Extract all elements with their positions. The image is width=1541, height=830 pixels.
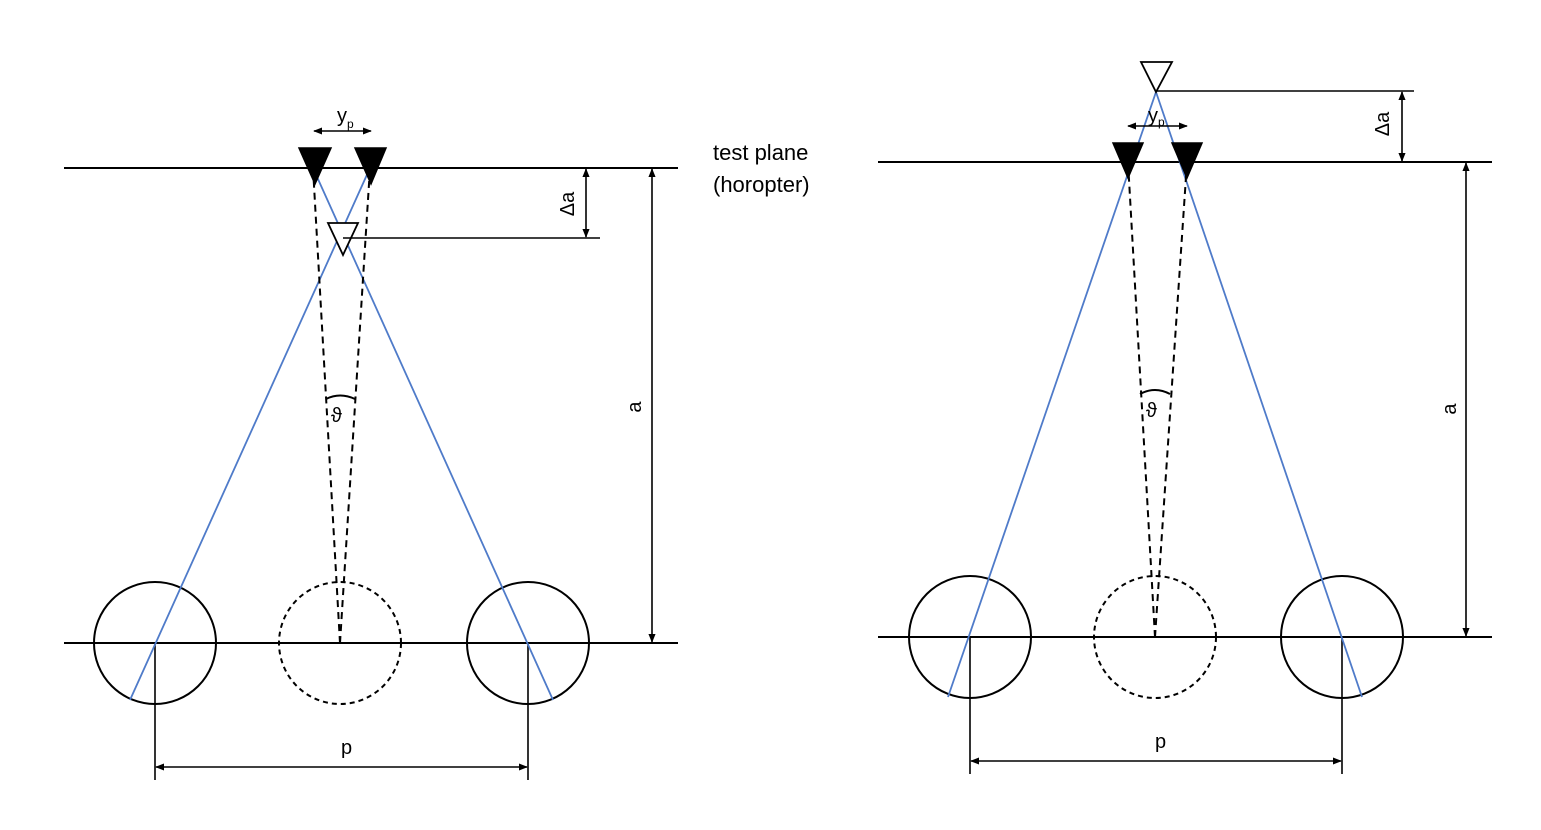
theta-label: ϑ: [1146, 400, 1157, 422]
cyclopean-eye: [1093, 575, 1217, 699]
filled-down-triangle-icon: [297, 147, 333, 186]
a-label: a: [1439, 403, 1461, 415]
right-panel: ϑ yp Δa a p: [878, 61, 1492, 774]
p-label: p: [1155, 731, 1166, 753]
right-eye-ray: [312, 167, 554, 701]
yp-label: yp: [337, 105, 354, 131]
a-label: a: [624, 401, 646, 413]
filled-down-triangle-icon: [1111, 142, 1145, 180]
p-label: p: [341, 737, 352, 759]
dashed-ray-left: [312, 167, 341, 644]
dashed-ray-left: [1127, 161, 1156, 638]
open-down-triangle-icon: [1139, 61, 1174, 94]
filled-down-triangle-icon: [1170, 142, 1204, 180]
theta-label: ϑ: [331, 405, 342, 427]
theta-arc: [1139, 389, 1171, 395]
left-eye-ray: [947, 91, 1157, 698]
theta-arc: [325, 394, 356, 400]
open-down-triangle-icon: [326, 222, 360, 258]
yp-label: yp: [1148, 105, 1165, 129]
left-eye-ray: [129, 167, 371, 701]
test-plane-annotation: test plane: [713, 140, 808, 165]
delta-a-label: Δa: [1372, 111, 1394, 136]
dashed-ray-right: [339, 167, 371, 644]
left-panel: ϑ yp Δa a p: [64, 105, 678, 780]
filled-down-triangle-icon: [353, 147, 388, 186]
right-eye-ray: [1155, 91, 1363, 698]
horopter-annotation: (horopter): [713, 172, 810, 197]
dashed-ray-right: [1154, 161, 1188, 638]
delta-a-label: Δa: [557, 191, 579, 216]
cyclopean-eye: [278, 581, 402, 705]
